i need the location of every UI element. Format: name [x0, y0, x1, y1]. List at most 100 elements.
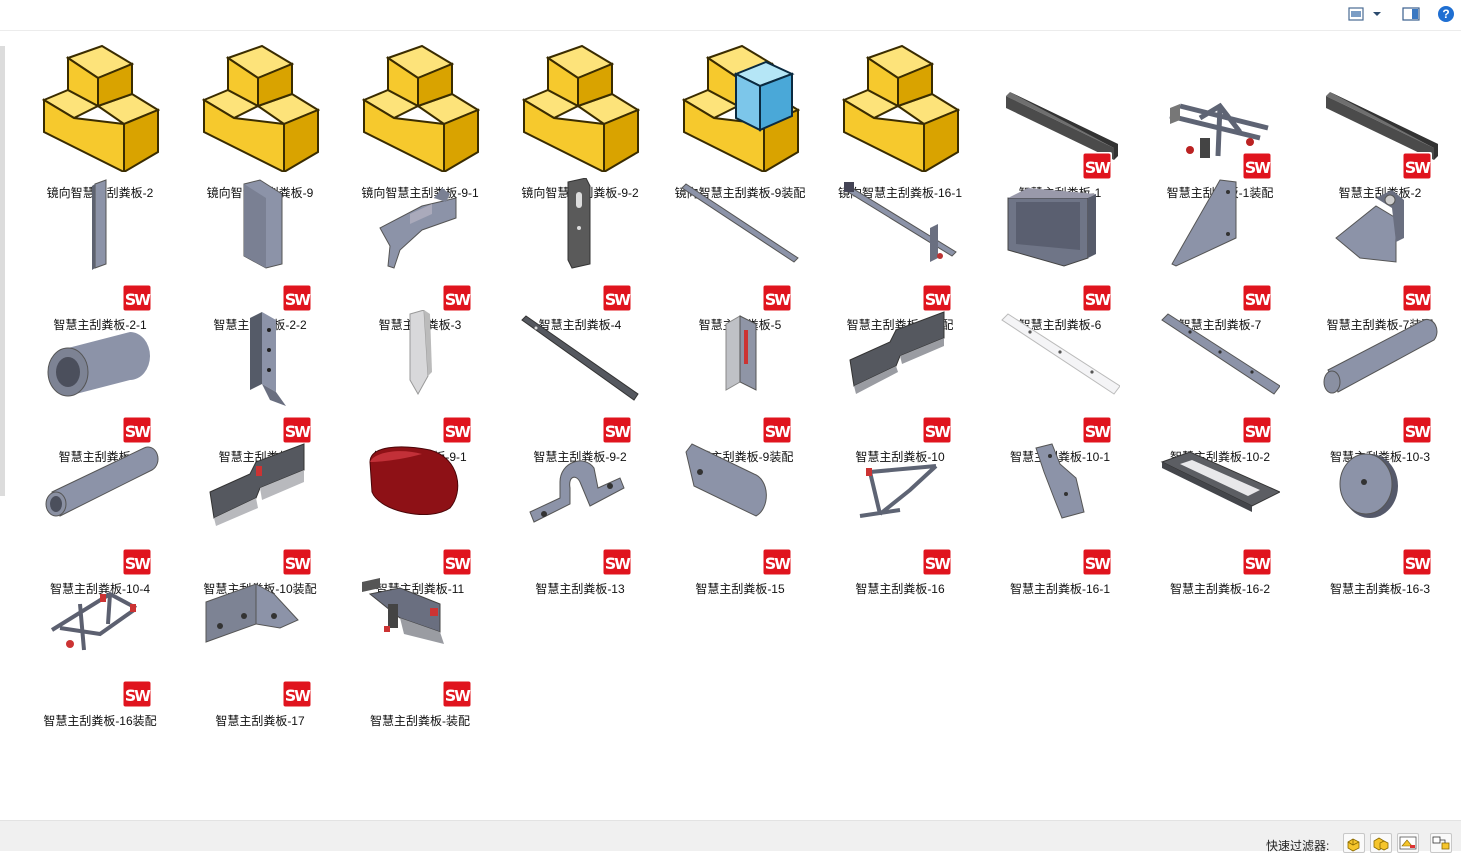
file-item[interactable]: S W 智慧主刮粪板-17 — [180, 568, 340, 728]
file-name-label: 智慧主刮粪板-16-2 — [1169, 582, 1270, 596]
part-preview-thumbnail — [840, 442, 960, 570]
file-item[interactable]: S W 智慧主刮粪板-10装配 — [180, 436, 340, 596]
svg-text:W: W — [1254, 423, 1271, 441]
file-item[interactable]: S W 智慧主刮粪板-7装配 — [1300, 172, 1460, 332]
part-preview-thumbnail — [1160, 46, 1280, 174]
filter-drawings-icon[interactable] — [1397, 833, 1419, 853]
solidworks-badge-icon: S W — [442, 548, 472, 576]
preview-pane-icon[interactable] — [1401, 5, 1421, 23]
file-item[interactable]: 镜向智慧主刮粪板-9-1 — [340, 40, 500, 200]
solidworks-badge-icon: S W — [922, 284, 952, 312]
file-item[interactable]: 镜向智慧主刮粪板-16-1 — [820, 40, 980, 200]
file-item[interactable]: S W 智慧主刮粪板-1 — [980, 40, 1140, 200]
part-cube-icon — [40, 44, 160, 172]
help-icon[interactable]: ? — [1437, 5, 1455, 23]
part-preview-thumbnail — [1000, 178, 1120, 306]
part-preview-thumbnail — [1160, 310, 1280, 438]
file-item[interactable]: S W 智慧主刮粪板-10-4 — [20, 436, 180, 596]
part-preview-thumbnail — [680, 442, 800, 570]
file-item[interactable]: S W 智慧主刮粪板-5 — [660, 172, 820, 332]
file-item[interactable]: S W 智慧主刮粪板-10-2 — [1140, 304, 1300, 464]
solidworks-badge-icon: S W — [282, 284, 312, 312]
svg-text:S: S — [445, 422, 457, 441]
file-item[interactable]: S W 智慧主刮粪板-10-3 — [1300, 304, 1460, 464]
solidworks-badge-icon: S W — [1082, 548, 1112, 576]
filter-parts-icon[interactable] — [1343, 833, 1365, 853]
solidworks-badge-icon: S W — [1082, 416, 1112, 444]
file-item[interactable]: S W 智慧主刮粪板-10-1 — [980, 304, 1140, 464]
part-cube-icon — [200, 44, 320, 172]
file-item[interactable]: S W 智慧主刮粪板-装配 — [340, 568, 500, 728]
svg-text:S: S — [1245, 422, 1257, 441]
part-preview-thumbnail — [1000, 310, 1120, 438]
svg-text:S: S — [1085, 422, 1097, 441]
file-name-label: 智慧主刮粪板-7 — [1178, 318, 1262, 332]
file-item[interactable]: S W 智慧主刮粪板-10 — [820, 304, 980, 464]
part-preview-thumbnail — [1320, 442, 1440, 570]
file-name-label: 镜向智慧主刮粪板-16-1 — [837, 186, 962, 200]
file-item[interactable]: S W 智慧主刮粪板-9-1 — [340, 304, 500, 464]
solidworks-badge-icon: S W — [1242, 284, 1272, 312]
part-preview-thumbnail — [1160, 178, 1280, 306]
file-item[interactable]: S W 智慧主刮粪板-2-2 — [180, 172, 340, 332]
svg-text:S: S — [605, 422, 617, 441]
file-item[interactable]: S W 智慧主刮粪板-16-1 — [980, 436, 1140, 596]
file-item[interactable]: S W 智慧主刮粪板-2 — [1300, 40, 1460, 200]
part-preview-thumbnail — [40, 178, 160, 306]
file-item[interactable]: S W 智慧主刮粪板-2-1 — [20, 172, 180, 332]
file-item[interactable]: 镜向智慧主刮粪板-9-2 — [500, 40, 660, 200]
svg-text:S: S — [1405, 158, 1417, 177]
file-item[interactable]: S W 智慧主刮粪板-16-3 — [1300, 436, 1460, 596]
svg-text:W: W — [614, 291, 631, 309]
file-item[interactable]: S W 智慧主刮粪板-1装配 — [1140, 40, 1300, 200]
file-item[interactable]: S W 智慧主刮粪板-7 — [1140, 172, 1300, 332]
file-item[interactable]: S W 智慧主刮粪板-4 — [500, 172, 660, 332]
file-item[interactable]: 镜向智慧主刮粪板-2 — [20, 40, 180, 200]
file-item[interactable]: S W 智慧主刮粪板-6 — [980, 172, 1140, 332]
file-item[interactable]: S W 智慧主刮粪板-11 — [340, 436, 500, 596]
filter-top-level-icon[interactable] — [1430, 833, 1452, 853]
solidworks-badge-icon: S W — [762, 416, 792, 444]
svg-text:W: W — [1254, 291, 1271, 309]
svg-text:W: W — [1094, 423, 1111, 441]
chevron-down-icon[interactable] — [1370, 5, 1384, 23]
svg-text:S: S — [285, 686, 297, 705]
part-preview-thumbnail — [40, 574, 160, 702]
part-preview-thumbnail — [1320, 46, 1440, 174]
file-name-label: 智慧主刮粪板-4 — [538, 318, 622, 332]
file-item[interactable]: S W 智慧主刮粪板-5装配 — [820, 172, 980, 332]
file-name-label: 镜向智慧主刮粪板-9装配 — [674, 186, 806, 200]
file-item[interactable]: S W 智慧主刮粪板-16-2 — [1140, 436, 1300, 596]
part-preview-thumbnail — [1000, 46, 1120, 174]
svg-text:W: W — [294, 423, 311, 441]
file-item[interactable]: S W 智慧主刮粪板-8 — [20, 304, 180, 464]
svg-text:W: W — [294, 555, 311, 573]
file-item[interactable]: S W 智慧主刮粪板-16 — [820, 436, 980, 596]
svg-text:S: S — [765, 554, 777, 573]
part-preview-thumbnail — [360, 178, 480, 306]
filter-assemblies-icon[interactable] — [1370, 833, 1392, 853]
file-item[interactable]: S W 智慧主刮粪板-9-2 — [500, 304, 660, 464]
file-item[interactable]: 镜向智慧主刮粪板-9装配 — [660, 40, 820, 200]
file-item[interactable]: S W 智慧主刮粪板-9 — [180, 304, 340, 464]
file-name-label: 智慧主刮粪板-10-1 — [1009, 450, 1110, 464]
file-name-label: 智慧主刮粪板-2 — [1338, 186, 1422, 200]
svg-text:W: W — [934, 291, 951, 309]
file-item[interactable]: S W 智慧主刮粪板-9装配 — [660, 304, 820, 464]
file-thumbnail-grid: 镜向智慧主刮粪板-2 镜向智慧主刮粪板-9 镜向智慧主刮粪板-9-1 镜向智慧主… — [20, 40, 1460, 810]
svg-text:S: S — [125, 554, 137, 573]
svg-text:W: W — [134, 555, 151, 573]
part-preview-thumbnail — [680, 178, 800, 306]
file-item[interactable]: S W 智慧主刮粪板-3 — [340, 172, 500, 332]
file-item[interactable]: 镜向智慧主刮粪板-9 — [180, 40, 340, 200]
svg-text:W: W — [774, 423, 791, 441]
file-item[interactable]: S W 智慧主刮粪板-16装配 — [20, 568, 180, 728]
svg-text:W: W — [1414, 555, 1431, 573]
view-thumbnail-icon[interactable] — [1348, 5, 1364, 23]
svg-text:S: S — [925, 422, 937, 441]
svg-text:W: W — [934, 423, 951, 441]
svg-text:S: S — [1245, 290, 1257, 309]
file-item[interactable]: S W 智慧主刮粪板-15 — [660, 436, 820, 596]
svg-text:W: W — [1414, 291, 1431, 309]
file-item[interactable]: S W 智慧主刮粪板-13 — [500, 436, 660, 596]
